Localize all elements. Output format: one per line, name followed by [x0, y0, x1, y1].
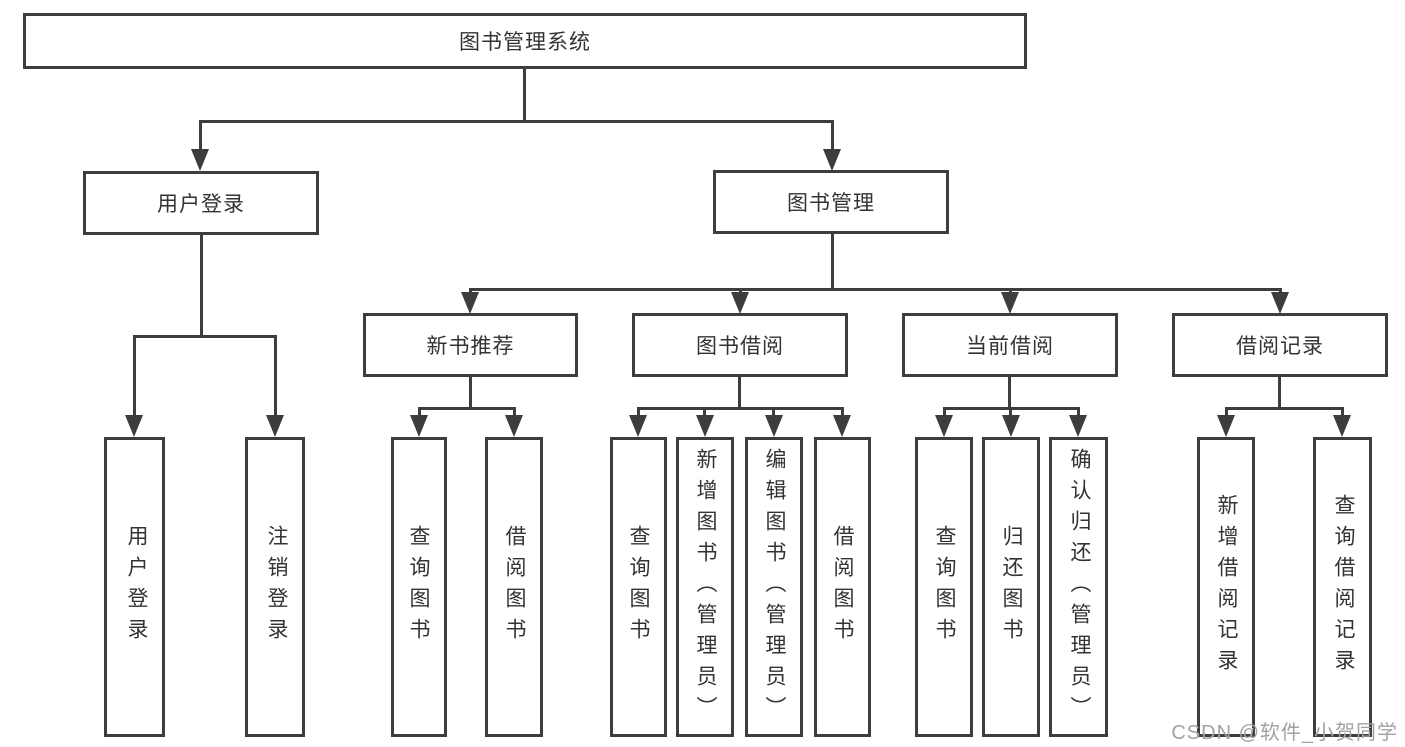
connector-borrow-branch	[637, 407, 844, 410]
leaf-recommend-borrow-book: 借阅图书	[485, 437, 543, 737]
connector-record-stem	[1278, 377, 1281, 410]
connector-user-login-branch	[133, 335, 277, 338]
arrowhead-icon-current	[1001, 292, 1019, 314]
node-book-mgmt: 图书管理	[713, 170, 949, 234]
node-user-login: 用户登录	[83, 171, 319, 235]
csdn-watermark: CSDN @软件_小贺同学	[1171, 722, 1398, 744]
node-root: 图书管理系统	[23, 13, 1027, 69]
arrowhead-icon-book-mgmt	[823, 149, 841, 171]
leaf-record-add: 新增借阅记录	[1197, 437, 1255, 737]
arrowhead-icon-current-confirm	[1069, 415, 1087, 437]
arrow-stub-recommend-borrow	[513, 407, 516, 417]
connector-record-branch	[1225, 407, 1344, 410]
node-new-book-recommend: 新书推荐	[363, 313, 578, 377]
connector-book-mgmt-branch	[469, 288, 1282, 291]
arrowhead-icon-borrow-query	[629, 415, 647, 437]
leaf-borrow-edit-book-admin: 编辑图书（管理员）	[745, 437, 803, 737]
connector-root-branch	[199, 120, 834, 123]
arrowhead-icon-record	[1271, 292, 1289, 314]
leaf-borrow-add-book-admin: 新增图书（管理员）	[676, 437, 734, 737]
arrowhead-icon-logout-leaf	[266, 415, 284, 437]
node-borrow-record: 借阅记录	[1172, 313, 1388, 377]
arrowhead-icon-recommend-query	[410, 415, 428, 437]
connector-current-stem	[1008, 377, 1011, 410]
arrowhead-icon-current-query	[935, 415, 953, 437]
node-book-borrow: 图书借阅	[632, 313, 848, 377]
arrow-stub-login-leaf	[133, 335, 136, 416]
connector-borrow-stem	[738, 377, 741, 410]
arrow-stub-borrow-add	[703, 407, 706, 417]
arrow-stub-current-confirm	[1077, 407, 1080, 417]
arrow-stub-current-query	[943, 407, 946, 417]
arrow-stub-borrow-edit	[772, 407, 775, 417]
connector-recommend-branch	[418, 407, 516, 410]
arrow-stub-borrow-lend	[841, 407, 844, 417]
leaf-record-query: 查询借阅记录	[1313, 437, 1372, 737]
connector-recommend-stem	[469, 377, 472, 410]
arrowhead-icon-recommend	[461, 292, 479, 314]
leaf-borrow-lend-book: 借阅图书	[814, 437, 871, 737]
arrowhead-icon-record-add	[1217, 415, 1235, 437]
leaf-current-confirm-return-admin: 确认归还（管理员）	[1049, 437, 1108, 737]
arrowhead-icon-borrow-edit	[765, 415, 783, 437]
arrowhead-icon-borrow-lend	[833, 415, 851, 437]
connector-root-stem	[523, 69, 526, 123]
leaf-logout: 注销登录	[245, 437, 305, 737]
arrow-stub-user-login	[199, 120, 202, 150]
arrowhead-icon-borrow	[731, 292, 749, 314]
arrow-stub-borrow-query	[637, 407, 640, 417]
leaf-current-return-book: 归还图书	[982, 437, 1040, 737]
leaf-recommend-query-book: 查询图书	[391, 437, 447, 737]
leaf-current-query-book: 查询图书	[915, 437, 973, 737]
leaf-borrow-query-book: 查询图书	[610, 437, 667, 737]
arrowhead-icon-borrow-add	[696, 415, 714, 437]
arrow-stub-recommend-query	[418, 407, 421, 417]
connector-book-mgmt-stem	[831, 234, 834, 291]
arrowhead-icon-user-login	[191, 149, 209, 171]
arrow-stub-current-return	[1009, 407, 1012, 417]
arrowhead-icon-recommend-borrow	[505, 415, 523, 437]
arrow-stub-record-query	[1341, 407, 1344, 417]
connector-user-login-stem	[200, 235, 203, 338]
arrowhead-icon-record-query	[1333, 415, 1351, 437]
arrowhead-icon-current-return	[1002, 415, 1020, 437]
arrowhead-icon-login-leaf	[125, 415, 143, 437]
arrow-stub-book-mgmt	[831, 120, 834, 150]
node-current-borrow: 当前借阅	[902, 313, 1118, 377]
leaf-user-login: 用户登录	[104, 437, 165, 737]
arrow-stub-record-add	[1225, 407, 1228, 417]
arrow-stub-logout-leaf	[274, 335, 277, 416]
